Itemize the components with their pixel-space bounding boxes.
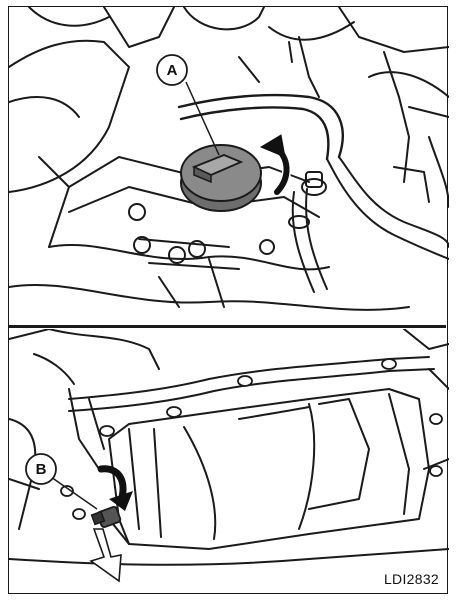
drain-plug <box>92 506 122 528</box>
figure-reference-code: LDI2832 <box>384 571 439 587</box>
drain-direction-arrow-icon <box>91 529 121 581</box>
engine-bay-drawing: A <box>9 7 449 325</box>
panel-divider <box>9 325 446 328</box>
figure-frame: A <box>8 6 448 594</box>
callout-b: B <box>26 454 97 509</box>
oil-drain-plug-illustration: B <box>9 329 449 593</box>
rotate-counterclockwise-arrow-icon <box>261 135 287 192</box>
oil-pan-drawing: B <box>9 329 449 593</box>
oil-filler-cap <box>181 145 261 211</box>
svg-text:A: A <box>167 62 178 79</box>
rotate-arrow-icon <box>101 469 133 511</box>
svg-text:B: B <box>36 461 47 478</box>
engine-oil-cap-illustration: A <box>9 7 449 325</box>
